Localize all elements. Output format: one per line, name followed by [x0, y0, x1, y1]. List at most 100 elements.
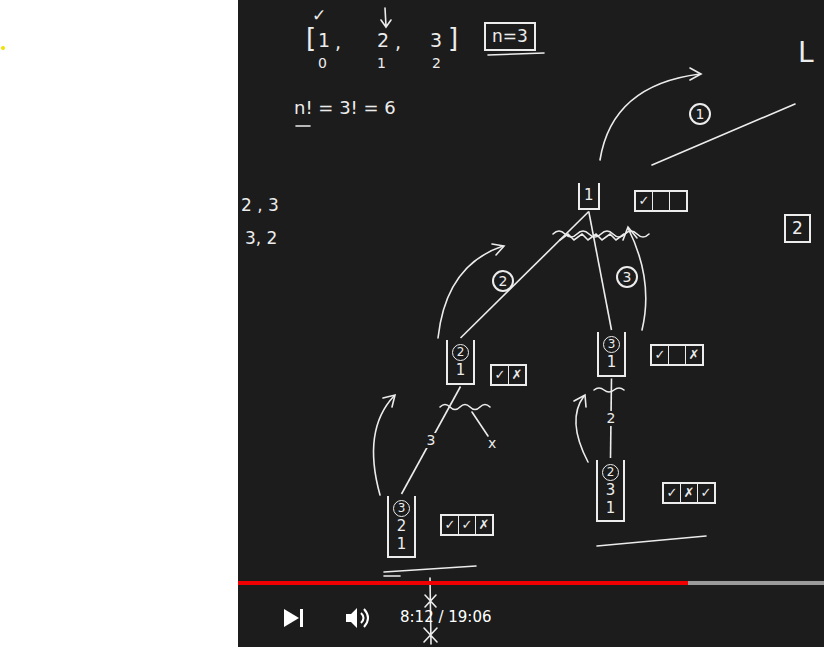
- index-number: 1: [377, 56, 386, 71]
- bracket: [: [306, 24, 316, 53]
- call-stack: 1: [578, 183, 600, 210]
- call-stack: 231: [596, 460, 625, 522]
- visited-flag: ✓: [701, 485, 712, 500]
- array-cell: ✓: [442, 516, 458, 534]
- array-value: 1: [318, 30, 330, 51]
- visited-array: ✓: [634, 190, 688, 212]
- callout-number: 2: [492, 270, 514, 292]
- arrow-head: [383, 395, 395, 407]
- visited-flag: ✓: [667, 485, 678, 500]
- separator: ,: [335, 32, 341, 53]
- arrow-head: [690, 68, 701, 80]
- array-cell: ✗: [475, 516, 492, 534]
- stack-frame: 3: [393, 500, 410, 517]
- call-stack: 31: [597, 332, 626, 377]
- return-arrow: [374, 396, 394, 495]
- visited-flag: ✓: [655, 347, 666, 362]
- progress-remaining: [688, 581, 824, 585]
- stack-frame: 3: [602, 482, 619, 499]
- branch-label: 2: [605, 411, 618, 426]
- stack-frame: 1: [603, 354, 620, 371]
- array-cell: ✓: [458, 516, 475, 534]
- array-value: 3: [430, 30, 442, 51]
- arrow-head: [623, 227, 637, 240]
- return-arrow: [438, 246, 503, 338]
- visited-flag: ✓: [462, 517, 473, 532]
- boxed-note: 2: [784, 214, 811, 243]
- arrow-head: [574, 395, 586, 407]
- note-text: n=3: [492, 26, 528, 46]
- next-icon: [300, 609, 303, 627]
- array-cell: ✓: [652, 346, 668, 364]
- index-number: 0: [318, 56, 327, 71]
- video-time: 8:12 / 19:06: [400, 609, 492, 626]
- array-cell: ✗: [680, 484, 697, 502]
- callout-number: 1: [689, 103, 711, 125]
- stack-frame: 3: [603, 336, 620, 353]
- underline: [296, 125, 310, 127]
- permutation-note: 2 , 3: [241, 196, 279, 215]
- pruned-mark: x: [488, 436, 496, 451]
- stack-frame: 1: [584, 187, 594, 204]
- array-cell: [669, 192, 686, 210]
- tree-branch: [589, 212, 612, 331]
- call-stack: 21: [446, 340, 475, 385]
- array-cell: ✓: [664, 484, 680, 502]
- call-stack: 321: [387, 496, 416, 558]
- yellow-dot: [1, 46, 5, 50]
- visited-flag: ✓: [445, 517, 456, 532]
- stack-frame: 2: [602, 464, 619, 481]
- visited-flag: ✗: [689, 347, 700, 362]
- stack-frame: 1: [393, 536, 410, 553]
- separator: ,: [395, 32, 401, 53]
- visited-flag: ✓: [639, 193, 650, 208]
- visited-array: ✓✗: [490, 364, 527, 386]
- array-cell: [668, 346, 685, 364]
- array-cell: ✓: [492, 366, 508, 384]
- visited-flag: ✗: [684, 485, 695, 500]
- array-cell: ✓: [697, 484, 714, 502]
- stack-frame: 2: [393, 518, 410, 535]
- stack-frame: 1: [452, 362, 469, 379]
- tree-branch: [402, 387, 461, 495]
- array-cell: [652, 192, 669, 210]
- stack-frame: 2: [452, 344, 469, 361]
- arrow-head: [492, 244, 504, 255]
- visited-flag: ✓: [495, 367, 506, 382]
- tree-branch: [461, 212, 589, 339]
- pruned-branch: [472, 412, 488, 436]
- volume-icon: [361, 609, 368, 627]
- bracket: ]: [448, 24, 458, 53]
- visited-array: ✓✗: [650, 344, 704, 366]
- pointer-arrow: [381, 8, 391, 27]
- progress-played: [238, 581, 688, 585]
- divider-line: [652, 104, 795, 165]
- branch-label: 3: [425, 433, 438, 448]
- return-arrow: [600, 74, 700, 160]
- array-value: 2: [377, 30, 389, 51]
- note-text: 2: [792, 218, 803, 238]
- array-cell: ✓: [636, 192, 652, 210]
- formula: n! = 3! = 6: [294, 98, 396, 118]
- underline: [384, 575, 400, 577]
- callout-number: 3: [616, 266, 638, 288]
- visited-array: ✓ ✗ ✓: [662, 482, 716, 504]
- cut-text: L: [798, 38, 814, 69]
- array-cell: ✗: [508, 366, 525, 384]
- visited-array: ✓ ✓ ✗: [440, 514, 494, 536]
- underline: [597, 536, 706, 546]
- next-icon: [284, 609, 299, 627]
- check-mark: ✓: [312, 6, 326, 25]
- index-number: 2: [432, 56, 441, 71]
- boxed-note: n=3: [484, 22, 536, 51]
- scribble: [560, 234, 624, 240]
- permutation-note: 3, 2: [245, 229, 277, 248]
- visited-flag: ✗: [479, 517, 490, 532]
- underline: [488, 53, 544, 55]
- underline: [384, 566, 476, 572]
- visited-flag: ✗: [512, 367, 523, 382]
- volume-icon: [346, 608, 357, 628]
- stack-frame: 1: [602, 500, 619, 517]
